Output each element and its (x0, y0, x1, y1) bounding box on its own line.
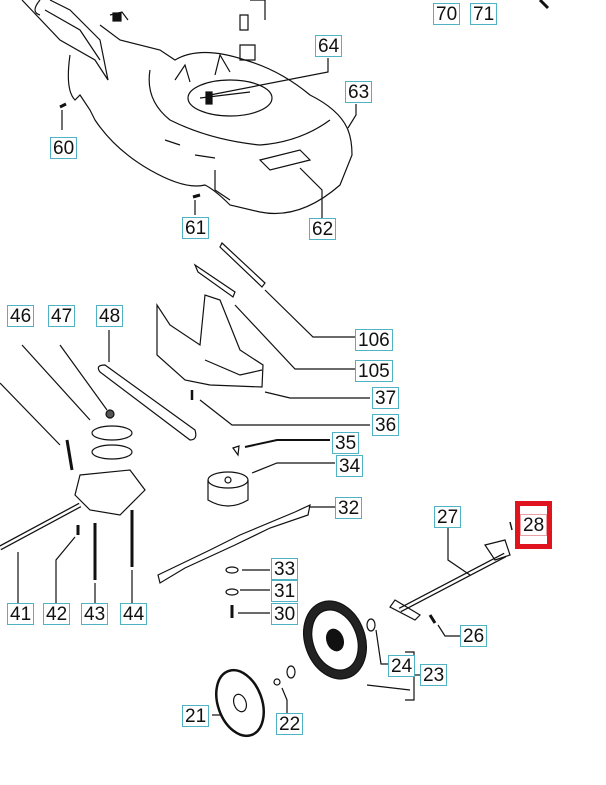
callout-46[interactable]: 46 (7, 305, 35, 327)
axle-bracket (389, 599, 421, 621)
leader-42 (55, 536, 76, 603)
callout-106[interactable]: 106 (355, 329, 393, 351)
handle-bracket (21, 0, 109, 81)
highlight-box-28 (515, 501, 552, 549)
leader-22 (281, 687, 288, 713)
callout-23[interactable]: 23 (420, 664, 448, 686)
callout-33[interactable]: 33 (271, 558, 299, 580)
part-26 (428, 614, 437, 624)
pin-28 (509, 521, 513, 531)
leader-spring (0, 382, 61, 446)
callout-63[interactable]: 63 (345, 81, 373, 103)
spring-top (109, 11, 129, 22)
pulley-lower (91, 444, 133, 460)
callout-21[interactable]: 21 (182, 705, 210, 727)
leader-106 (264, 289, 355, 338)
callout-37[interactable]: 37 (372, 387, 400, 409)
leader-47 (59, 344, 108, 411)
callout-36[interactable]: 36 (372, 414, 400, 436)
callout-48[interactable]: 48 (96, 305, 124, 327)
leader-34 (251, 462, 335, 474)
callout-31[interactable]: 31 (271, 580, 299, 602)
callout-26[interactable]: 26 (460, 625, 488, 647)
leader-35 (244, 439, 330, 448)
leader-24 (375, 629, 388, 665)
leader-26 (437, 624, 460, 637)
drive-belt (97, 364, 197, 441)
callout-35[interactable]: 35 (332, 432, 360, 454)
leader-36 (199, 399, 370, 426)
strip-105 (193, 263, 236, 298)
callout-22[interactable]: 22 (276, 713, 304, 735)
callout-70[interactable]: 70 (433, 3, 461, 25)
leader-64 (209, 58, 329, 96)
blade-adapter (207, 471, 249, 507)
callout-27[interactable]: 27 (434, 506, 462, 528)
washer-33 (225, 566, 239, 574)
screw-60 (59, 102, 67, 109)
callout-61[interactable]: 61 (182, 217, 210, 239)
leader-27 (447, 528, 471, 576)
callout-41[interactable]: 41 (7, 603, 35, 625)
hubcap (215, 668, 265, 738)
leader-63 (347, 104, 357, 129)
callout-71[interactable]: 71 (470, 3, 498, 25)
callout-34[interactable]: 34 (336, 455, 364, 477)
callout-43[interactable]: 43 (81, 603, 109, 625)
clip-part (538, 0, 550, 10)
callout-47[interactable]: 47 (48, 305, 76, 327)
blade (157, 503, 311, 584)
strip-106 (219, 242, 266, 288)
leader-37 (264, 391, 370, 399)
washer-31 (225, 588, 239, 596)
spring (65, 439, 74, 471)
pulley-upper (91, 425, 133, 441)
nut-47 (105, 409, 115, 419)
callout-30[interactable]: 30 (271, 603, 299, 625)
callout-44[interactable]: 44 (120, 603, 148, 625)
callout-24[interactable]: 24 (388, 655, 416, 677)
axle-lever (484, 539, 511, 561)
nut-top (239, 0, 266, 61)
callout-28[interactable]: 28 (520, 514, 548, 536)
leader-46 (21, 344, 91, 421)
callout-60[interactable]: 60 (50, 137, 78, 159)
callout-42[interactable]: 42 (43, 603, 71, 625)
mower-deck (67, 24, 353, 215)
gearbox (74, 469, 146, 516)
screw-61 (192, 193, 201, 199)
leader-105 (234, 304, 355, 370)
leader-23 (366, 684, 411, 691)
callout-105[interactable]: 105 (355, 360, 393, 382)
callout-64[interactable]: 64 (315, 35, 343, 57)
mulch-plug (156, 294, 264, 388)
callout-32[interactable]: 32 (335, 497, 363, 519)
key-35 (232, 445, 240, 457)
rear-wheel (303, 600, 367, 680)
callout-62[interactable]: 62 (309, 218, 337, 240)
bearing-24 (366, 618, 376, 632)
nut-22 (273, 678, 281, 686)
bearing-22 (286, 665, 296, 679)
leader-62 (299, 167, 323, 218)
